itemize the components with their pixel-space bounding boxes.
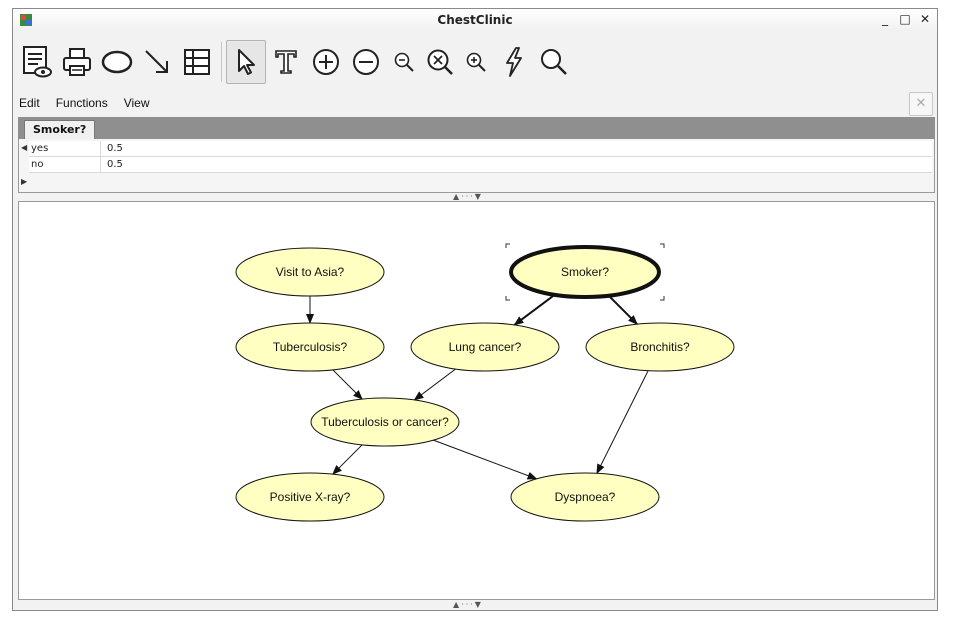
print-button[interactable] <box>57 40 97 84</box>
node-ellipse[interactable] <box>235 322 385 372</box>
node-label: Positive X-ray? <box>270 490 351 504</box>
search-button[interactable] <box>534 40 574 84</box>
state-label: yes <box>29 141 101 156</box>
node-label: Tuberculosis? <box>273 340 348 354</box>
network-node[interactable]: Lung cancer? <box>410 322 560 372</box>
collapse-left-icon[interactable]: ◀ <box>21 143 28 152</box>
node-label: Tuberculosis or cancer? <box>321 415 449 429</box>
pointer-icon <box>238 49 255 75</box>
expand-right-icon[interactable]: ▶ <box>21 177 28 186</box>
menu-functions[interactable]: Functions <box>55 96 108 110</box>
splitter-handle[interactable]: ▲···▼ <box>453 192 483 201</box>
table-icon <box>184 49 210 75</box>
probability-table: ◀ yes 0.5 no 0.5 ▶ <box>18 139 935 193</box>
zoom-plus-button[interactable] <box>306 40 346 84</box>
state-value[interactable]: 0.5 <box>107 159 123 170</box>
node-ellipse-icon <box>101 50 133 74</box>
node-label: Lung cancer? <box>449 340 522 354</box>
toolbar <box>17 39 574 85</box>
maximize-button[interactable]: □ <box>899 12 911 26</box>
zoom-plus-icon <box>313 49 339 75</box>
table-button[interactable] <box>177 40 217 84</box>
selection-handle[interactable] <box>660 243 665 248</box>
network-node[interactable]: Positive X-ray? <box>235 472 385 522</box>
node-label: Smoker? <box>561 265 609 279</box>
network-node[interactable]: Tuberculosis? <box>235 322 385 372</box>
app-icon <box>20 14 32 26</box>
zoom-in-button[interactable] <box>458 40 494 84</box>
network-diagram: Visit to Asia? Smoker? Tuberculosis? Lung c… <box>235 243 735 522</box>
propagate-icon <box>506 47 522 77</box>
add-node-button[interactable] <box>97 40 137 84</box>
selection-handle[interactable] <box>505 296 510 301</box>
node-ellipse[interactable] <box>510 472 660 522</box>
node-ellipse[interactable] <box>410 322 560 372</box>
propagate-button[interactable] <box>494 40 534 84</box>
node-ellipse[interactable] <box>585 322 735 372</box>
zoom-fit-button[interactable] <box>422 40 458 84</box>
network-node[interactable]: Bronchitis? <box>585 322 735 372</box>
node-label: Dyspnoea? <box>555 490 616 504</box>
state-value[interactable]: 0.5 <box>107 143 123 154</box>
menu-edit[interactable]: Edit <box>19 96 40 110</box>
menu-bar: Edit Functions View <box>19 96 150 110</box>
splitter-handle-bottom[interactable]: ▲···▼ <box>453 600 483 609</box>
zoom-minus-icon <box>353 49 379 75</box>
node-ellipse[interactable] <box>509 245 661 299</box>
window-title: ChestClinic <box>437 13 513 27</box>
selection-handle[interactable] <box>660 296 665 301</box>
network-node[interactable]: Dyspnoea? <box>510 472 660 522</box>
node-ellipse[interactable] <box>235 247 385 297</box>
node-list-icon <box>23 46 52 78</box>
network-node[interactable]: Tuberculosis or cancer? <box>310 397 460 447</box>
print-icon <box>63 48 91 76</box>
node-list-button[interactable] <box>17 40 57 84</box>
select-tool-button[interactable] <box>226 40 266 84</box>
close-panel-button[interactable]: ✕ <box>909 92 933 116</box>
tab-smoker[interactable]: Smoker? <box>24 120 96 140</box>
table-tab-strip: Smoker? <box>18 117 935 140</box>
text-icon <box>275 50 297 74</box>
zoom-minus-button[interactable] <box>346 40 386 84</box>
node-label: Bronchitis? <box>630 340 690 354</box>
edge-arrow[interactable] <box>332 444 363 475</box>
table-row: no 0.5 <box>29 157 932 173</box>
menu-view[interactable]: View <box>123 96 150 110</box>
toolbar-separator <box>221 42 222 82</box>
edge-arrow[interactable] <box>332 369 363 400</box>
edge-arrow[interactable] <box>607 294 638 325</box>
node-label: Visit to Asia? <box>276 265 345 279</box>
zoom-out-button[interactable] <box>386 40 422 84</box>
network-node[interactable]: Smoker? <box>505 243 665 301</box>
link-arrow-icon <box>145 50 168 73</box>
edge-arrow[interactable] <box>513 293 557 326</box>
text-tool-button[interactable] <box>266 40 306 84</box>
edge-arrow[interactable] <box>596 370 649 475</box>
node-ellipse[interactable] <box>235 472 385 522</box>
zoom-out-icon <box>394 52 414 72</box>
network-canvas[interactable]: Visit to Asia? Smoker? Tuberculosis? Lung c… <box>18 201 935 600</box>
add-link-button[interactable] <box>137 40 177 84</box>
title-bar: ChestClinic _ □ ✕ <box>13 9 937 31</box>
node-ellipse[interactable] <box>310 397 460 447</box>
table-row: yes 0.5 <box>29 141 932 157</box>
zoom-fit-icon <box>427 49 453 75</box>
search-icon <box>541 49 567 75</box>
state-label: no <box>29 157 101 172</box>
minimize-button[interactable]: _ <box>882 12 888 26</box>
app-window: ChestClinic _ □ ✕ <box>12 8 938 611</box>
selection-handle[interactable] <box>505 243 510 248</box>
edge-arrow[interactable] <box>413 368 456 401</box>
close-window-button[interactable]: ✕ <box>919 12 931 26</box>
zoom-in-icon <box>466 52 486 72</box>
edge-arrow[interactable] <box>433 439 538 480</box>
network-node[interactable]: Visit to Asia? <box>235 247 385 297</box>
